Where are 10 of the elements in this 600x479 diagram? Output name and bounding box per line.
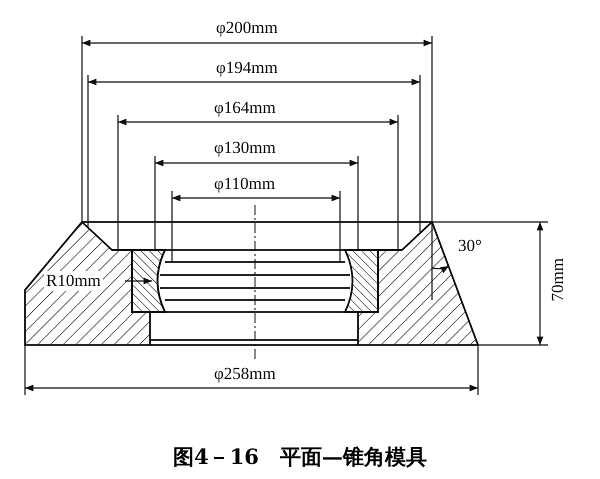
dimension-label: φ194mm (216, 58, 278, 78)
dimension-label: 70mm (548, 258, 568, 302)
dimension-label: φ200mm (216, 18, 278, 38)
dimension-label: φ110mm (214, 174, 276, 194)
dimension-label: φ130mm (214, 138, 276, 158)
dimension-label: φ164mm (214, 98, 276, 118)
figure-caption: 图4－16 平面—锥角模具 (172, 443, 428, 471)
dimension-label: φ258mm (214, 364, 276, 384)
dimension-label: R10mm (44, 271, 103, 291)
dimension-label: 30° (458, 236, 482, 256)
